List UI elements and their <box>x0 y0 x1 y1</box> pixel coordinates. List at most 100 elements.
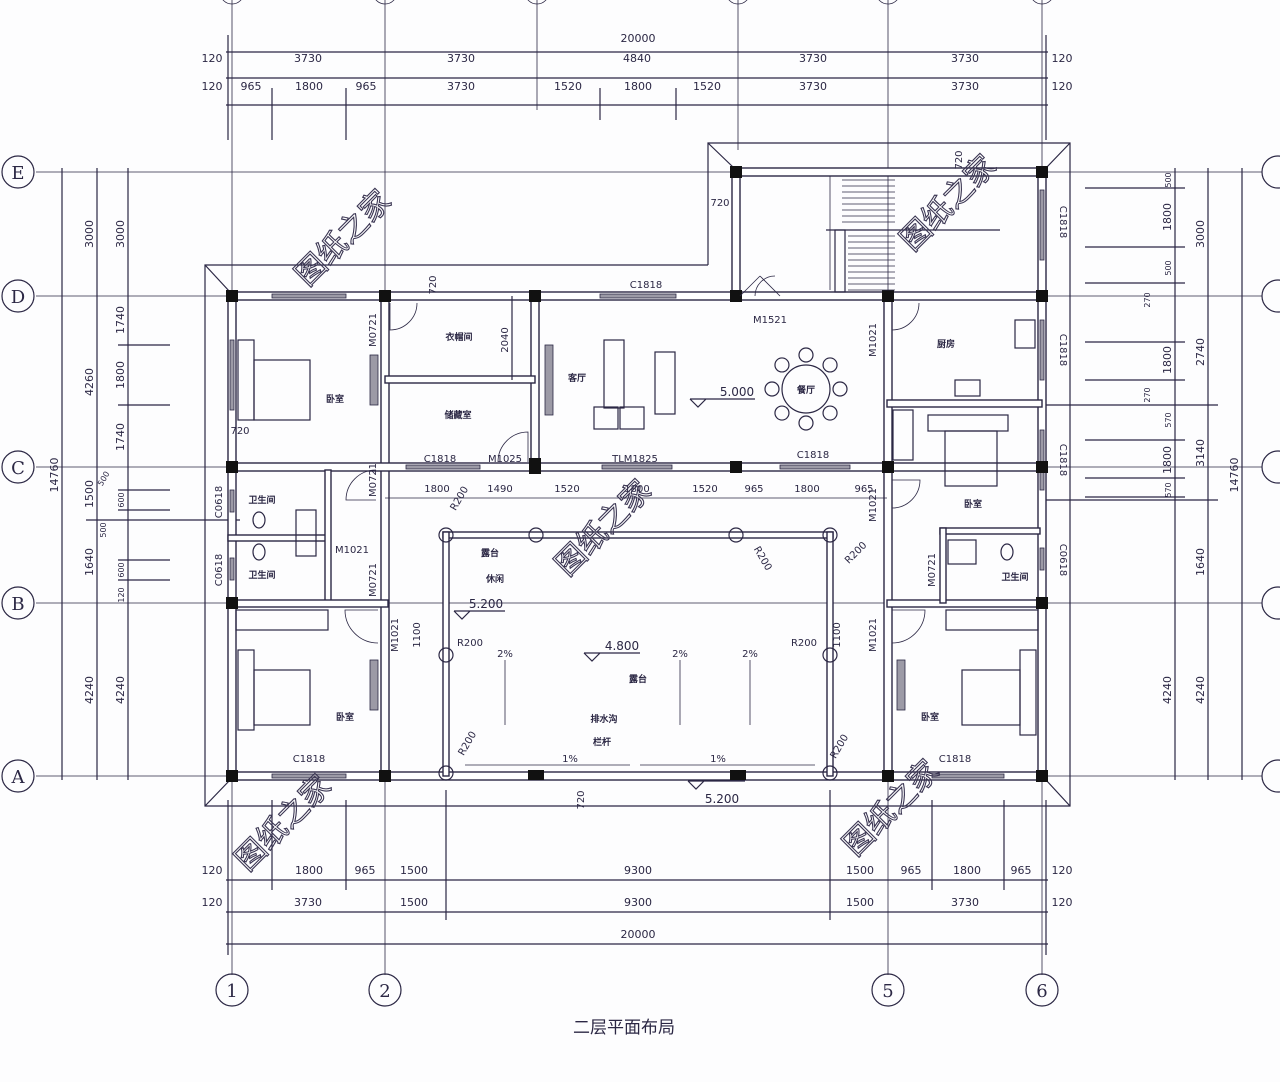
staircase <box>826 176 1000 293</box>
dim-label: 3730 <box>447 80 475 93</box>
window-code: C1818 <box>797 450 829 461</box>
wardrobe <box>892 409 914 461</box>
door-code: M0721 <box>368 313 379 347</box>
window <box>1039 429 1045 491</box>
axis-bubble-top <box>375 0 395 5</box>
dim-label: 720 <box>428 275 439 294</box>
dim-label: 120 <box>1052 52 1073 65</box>
elevation-lobby: 5.200 <box>469 597 503 611</box>
toilet <box>252 511 266 529</box>
dim-label: 2040 <box>500 327 511 352</box>
door-code: M1021 <box>868 488 879 522</box>
window-code: C1818 <box>1057 444 1068 476</box>
dining-chair <box>774 405 790 421</box>
room-bath-w2: 卫生间 <box>248 569 275 581</box>
dim-left-total: 14760 <box>48 458 61 493</box>
room-bedroom-se: 卧室 <box>921 711 939 723</box>
dim-bottom-total: 20000 <box>621 928 656 941</box>
dim-label: 3140 <box>1194 439 1207 467</box>
axis-bubble-right <box>1261 759 1280 793</box>
dim-label: 1500 <box>400 864 428 877</box>
dim-label: 720 <box>230 426 249 437</box>
window <box>229 557 235 581</box>
radius-label: R200 <box>791 638 817 649</box>
door-code: M0721 <box>368 563 379 597</box>
axis-label-C: C <box>11 458 25 479</box>
axis-label-1: 1 <box>226 981 237 1002</box>
columns <box>226 166 1048 782</box>
axis-label-E: E <box>11 163 24 184</box>
window <box>601 464 673 470</box>
bed <box>961 669 1021 726</box>
axis-bubble-1 <box>215 973 249 1007</box>
window <box>1039 319 1045 381</box>
dim-label: 1520 <box>693 80 721 93</box>
dim-label: 120 <box>202 896 223 909</box>
dim-label: 3730 <box>294 896 322 909</box>
window <box>369 354 379 406</box>
window-code: C1818 <box>424 454 456 465</box>
dim-label: 3730 <box>799 80 827 93</box>
dining-chair <box>822 405 838 421</box>
dim-label: 965 <box>1011 864 1032 877</box>
radius-label: R200 <box>843 540 869 566</box>
bed <box>253 669 311 726</box>
dim-label: 3730 <box>799 52 827 65</box>
window <box>599 293 677 299</box>
dining-chair <box>774 357 790 373</box>
slope-arrows: 2% 2% 2% 1% 1% <box>465 649 815 766</box>
window <box>931 773 1005 779</box>
room-living: 客厅 <box>567 372 586 384</box>
dim-label: 3000 <box>1194 220 1207 248</box>
doors <box>344 275 926 644</box>
axis-bubble-E <box>1 155 35 189</box>
door-code: M1025 <box>488 454 522 465</box>
dim-label: 1800 <box>624 484 649 495</box>
door-code: M0721 <box>368 463 379 497</box>
window-code: C1818 <box>1057 334 1068 366</box>
dim-label: 1640 <box>1194 548 1207 576</box>
window-code: C1818 <box>293 754 325 765</box>
dim-label: 500 <box>99 522 108 537</box>
dim-label: 4240 <box>1194 676 1207 704</box>
dim-label: 500 <box>1164 260 1173 275</box>
axis-bubble-top <box>527 0 547 5</box>
dim-label: 4840 <box>623 52 651 65</box>
room-storage: 储藏室 <box>444 409 471 421</box>
door-swing <box>389 302 418 331</box>
dim-label: 1740 <box>114 423 127 451</box>
watermark: 图纸之家 <box>228 768 338 878</box>
dim-label: 1800 <box>1161 346 1174 374</box>
axis-label-D: D <box>11 287 25 308</box>
dim-label: 1800 <box>953 864 981 877</box>
dim-label: 720 <box>710 198 729 209</box>
elevation-front: 5.200 <box>705 792 739 806</box>
dim-label: 9300 <box>624 896 652 909</box>
room-bedroom-nw: 卧室 <box>326 393 344 405</box>
window <box>271 293 347 299</box>
door-swing <box>739 275 781 297</box>
axis-bubble-2 <box>368 973 402 1007</box>
bed <box>944 430 998 487</box>
room-terrace: 露台 <box>629 673 647 685</box>
sofa <box>603 339 625 409</box>
door-swing <box>891 302 920 331</box>
dim-label: 500 <box>1164 172 1173 187</box>
interior-dimensions: 1800 1490 1520 1800 1520 965 1800 965 20… <box>230 150 965 809</box>
dining-chair <box>822 357 838 373</box>
sofa <box>654 351 676 415</box>
dining-chair <box>764 381 780 397</box>
radius-label: R200 <box>457 638 483 649</box>
drawing-title: 二层平面布局 <box>573 1018 675 1038</box>
top-dimensions: 20000 120 3730 3730 4840 3730 3730 120 1… <box>202 32 1073 140</box>
dim-label: 500 <box>96 470 111 488</box>
furniture <box>235 319 1039 736</box>
slope-label: 1% <box>562 754 578 765</box>
axis-bubble-6 <box>1025 973 1059 1007</box>
dim-label: 1800 <box>624 80 652 93</box>
dim-label: 1500 <box>846 864 874 877</box>
dim-label: 1100 <box>412 622 423 647</box>
door-code: TLM1825 <box>611 454 658 465</box>
axis-bubble-top <box>728 0 748 5</box>
